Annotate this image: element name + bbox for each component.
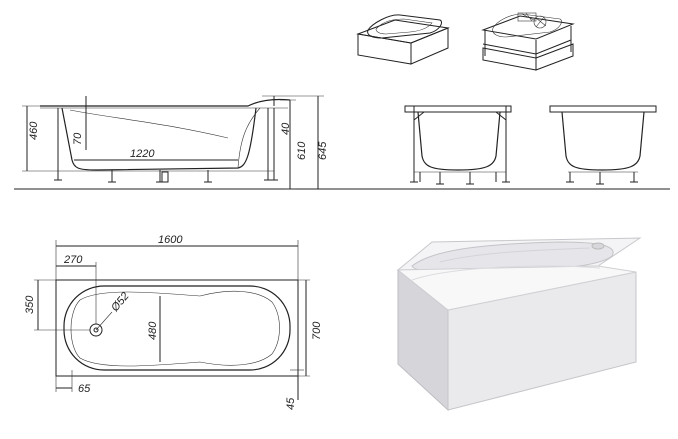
dim-label-diameter: Ø52 [108, 290, 131, 314]
isometric-icon-tub-with-frame [481, 12, 575, 71]
dim-label-270: 270 [63, 254, 83, 266]
dim-label-70: 70 [72, 132, 84, 145]
dim-label-610: 610 [296, 141, 308, 160]
dim-label-45: 45 [285, 397, 297, 410]
side-view [22, 95, 324, 190]
top-view [34, 240, 310, 400]
dim-label-1600: 1600 [158, 234, 183, 246]
dim-label-480: 480 [147, 321, 159, 340]
dim-label-350: 350 [24, 295, 36, 314]
dim-label-460: 460 [28, 121, 40, 140]
bathtub-product-image [396, 237, 642, 412]
dim-label-700: 700 [311, 321, 323, 340]
dim-label-1220: 1220 [130, 148, 155, 160]
dim-label-40: 40 [280, 122, 292, 135]
dim-label-645: 645 [317, 141, 329, 160]
end-view-plain [549, 105, 657, 185]
end-view-frame [404, 105, 512, 185]
isometric-icon-tub-with-panel [356, 14, 450, 65]
dim-label-65: 65 [78, 383, 91, 395]
